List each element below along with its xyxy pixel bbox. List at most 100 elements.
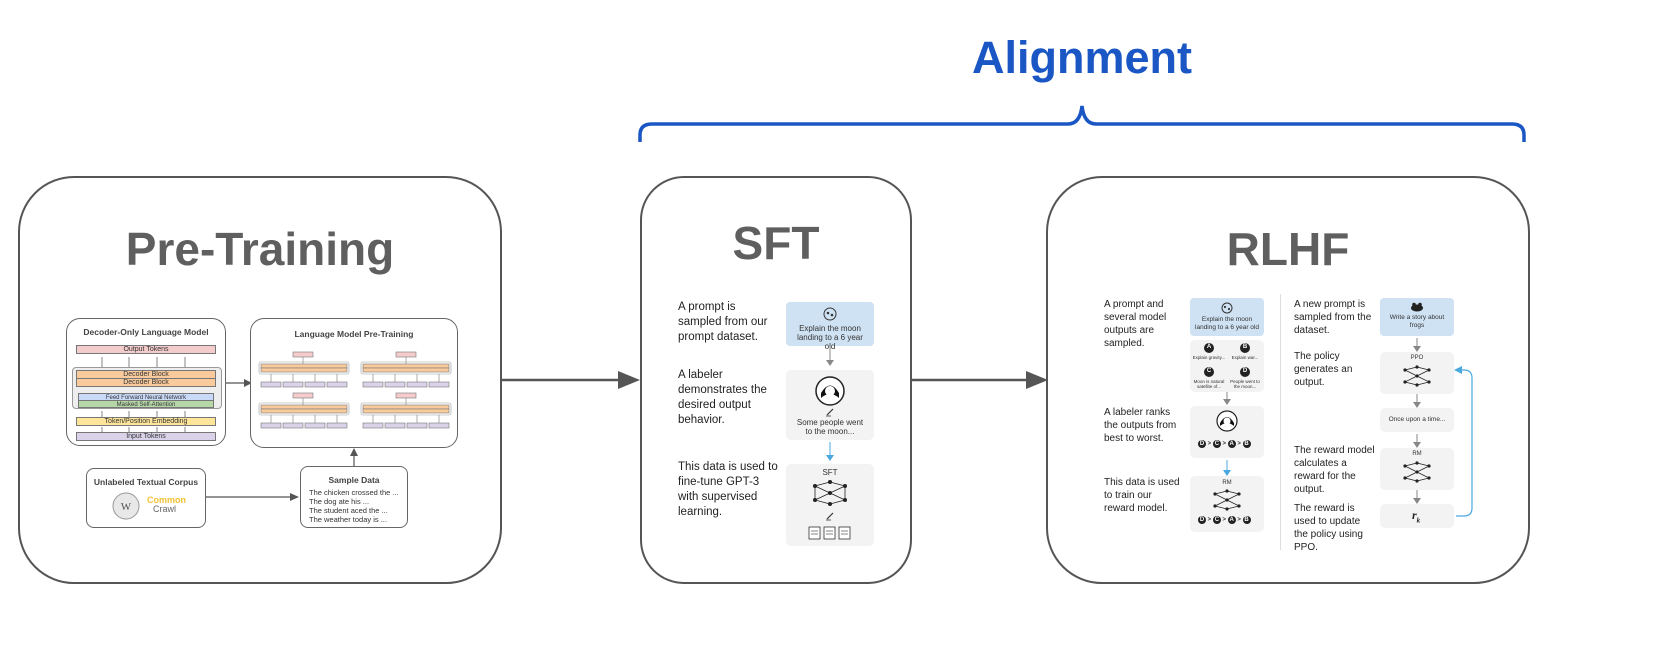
sft-step1-text: A prompt is sampled from our prompt data… [678, 301, 768, 343]
ranking-row: D > C > A > B [1198, 440, 1258, 450]
option-c: C Moon is natural satellite of... [1192, 366, 1226, 390]
sample-line-4: The weather today is ... [309, 515, 387, 524]
rlhf-left-step1-text: A prompt and several model outputs are s… [1104, 299, 1167, 349]
decoder-block-2: Decoder Block [76, 378, 216, 387]
ppo-policy-card: PPO [1380, 352, 1454, 394]
rank-1: D [1198, 440, 1206, 448]
sft-prompt-text: Explain the moon landing to a 6 year old [797, 324, 863, 351]
rlhf-right-step1-text: A new prompt is sampled from the dataset… [1294, 299, 1372, 336]
option-d: D People went to the moon... [1228, 366, 1262, 390]
common-crawl-logo-text-1: Common [147, 495, 186, 505]
rank-2: C [1212, 440, 1221, 448]
option-b-letter: B [1242, 344, 1248, 350]
option-d-letter: D [1242, 368, 1248, 374]
pencil-icon [826, 408, 834, 417]
arrow-pretraining-to-sft [618, 371, 640, 389]
rlhf-left-step3-text: This data is used to train our reward mo… [1104, 477, 1180, 514]
option-b-badge-icon [1240, 343, 1250, 353]
msa-layer: Masked Self-Attention [78, 400, 214, 408]
reward-k: k [1416, 516, 1421, 525]
sft-arrow-2 [826, 442, 834, 461]
sft-network-icon [813, 480, 847, 506]
ppo-network-icon [1403, 365, 1431, 387]
pretraining-panel: Pre-Training Decoder-Only Language Model… [18, 176, 502, 584]
corpus-title: Unlabeled Textual Corpus [93, 477, 199, 487]
ppo-prompt-card: Write a story about frogs [1380, 298, 1454, 336]
ppo-rm-network-icon [1403, 461, 1431, 483]
rm-rank-3: A [1227, 516, 1236, 524]
rank-sep-3: > [1237, 441, 1241, 447]
sample-data-box: Sample Data The chicken crossed the ... … [300, 466, 408, 528]
sft-title: SFT [732, 217, 820, 269]
rm-rank-4: B [1242, 516, 1251, 524]
common-crawl-logo-text-2: Crawl [153, 504, 177, 514]
rank-sep-2: > [1222, 441, 1227, 447]
rlhf-left-arrow-2 [1223, 460, 1231, 476]
rlhf-options-card: A Explain gravity... B Explain war... C … [1190, 340, 1264, 392]
option-a-badge-icon [1204, 343, 1214, 353]
sft-prompt-card: Explain the moon landing to a 6 year old [786, 302, 874, 351]
corpus-box: Unlabeled Textual Corpus W Common Crawl [86, 468, 206, 528]
wikipedia-logo-icon: W [112, 492, 140, 520]
sft-model-label: SFT [822, 468, 838, 477]
option-d-text: People went to the moon... [1230, 379, 1260, 389]
sample-line-1: The chicken crossed the ... [309, 488, 399, 497]
rlhf-globe-icon [1221, 302, 1233, 314]
rlhf-title: RLHF [1226, 223, 1350, 275]
rlhf-prompt-text: Explain the moon landing to a 6 year old [1195, 316, 1259, 331]
frog-icon [1411, 302, 1423, 312]
option-a-letter: A [1206, 344, 1212, 350]
documents-icon [808, 526, 851, 540]
option-a: A Explain gravity... [1192, 342, 1226, 364]
rm-network-icon [1213, 489, 1241, 511]
sft-arrow-1 [826, 348, 834, 366]
rlhf-panel: RLHF A prompt and several model outputs … [1046, 176, 1530, 584]
ppo-reward-card: rk [1380, 504, 1454, 528]
rlhf-ranking-card: D > C > A > B [1190, 406, 1264, 458]
ppo-label: PPO [1410, 355, 1424, 361]
lm-pretraining-diagram [258, 351, 452, 429]
alignment-label: Alignment [972, 32, 1192, 83]
rank-4: B [1242, 440, 1251, 448]
lm-pretraining-box: Language Model Pre-Training [250, 318, 458, 448]
up-arrows-mid [101, 411, 186, 418]
rlhf-right-step3-text: The reward model calculates a reward for… [1294, 445, 1375, 495]
ppo-rm-label: RM [1412, 451, 1422, 457]
sft-step3-text: This data is used to fine-tune GPT-3 wit… [678, 461, 778, 518]
output-tokens-bar: Output Tokens [76, 345, 216, 354]
alignment-bracket [638, 105, 1526, 142]
ppo-feedback-loop-arrow [1454, 366, 1473, 517]
sft-pencil-icon [826, 512, 834, 521]
corpus-to-sample-arrow [206, 493, 299, 501]
ppo-arrow-3 [1413, 434, 1421, 448]
embedding-bar: Token/Position Embedding [76, 417, 216, 426]
ppo-arrow-4 [1413, 490, 1421, 504]
rm-rank-1: D [1198, 516, 1206, 524]
sft-demo-card: Some people went to the moon... [786, 370, 874, 440]
rlhf-rm-label: RM [1222, 480, 1232, 486]
rm-rank-sep-2: > [1222, 517, 1227, 523]
rlhf-right-step2-text: The policy generates an output. [1294, 351, 1353, 388]
sft-step2-text: A labeler demonstrates the desired outpu… [678, 369, 767, 426]
ppo-output-text: Once upon a time... [1388, 416, 1446, 423]
rlhf-right-step4-text: The reward is used to update the policy … [1294, 503, 1363, 553]
rank-3: A [1227, 440, 1236, 448]
rlhf-prompt-card: Explain the moon landing to a 6 year old [1190, 298, 1264, 336]
sample-line-3: The student aced the ... [309, 506, 388, 515]
ppo-arrow-1 [1413, 338, 1421, 352]
ppo-arrow-2 [1413, 394, 1421, 408]
arrow-sft-to-rlhf [1026, 371, 1048, 389]
up-arrows-bottom [101, 427, 186, 432]
decoder-to-pretraining-arrow [226, 379, 252, 387]
ppo-output-card: Once upon a time... [1380, 408, 1454, 432]
up-arrows-top [101, 357, 186, 367]
rlhf-left-step2-text: A labeler ranks the outputs from best to… [1104, 407, 1177, 444]
lm-pretraining-title: Language Model Pre-Training [294, 329, 414, 339]
sft-panel: SFT A prompt is sampled from our prompt … [640, 176, 912, 584]
reward-symbol: rk [1412, 508, 1420, 524]
svg-text:W: W [121, 501, 132, 513]
option-c-text: Moon is natural satellite of... [1193, 379, 1225, 389]
option-d-badge-icon [1240, 367, 1250, 377]
sample-line-2: The dog ate his ... [309, 497, 370, 506]
